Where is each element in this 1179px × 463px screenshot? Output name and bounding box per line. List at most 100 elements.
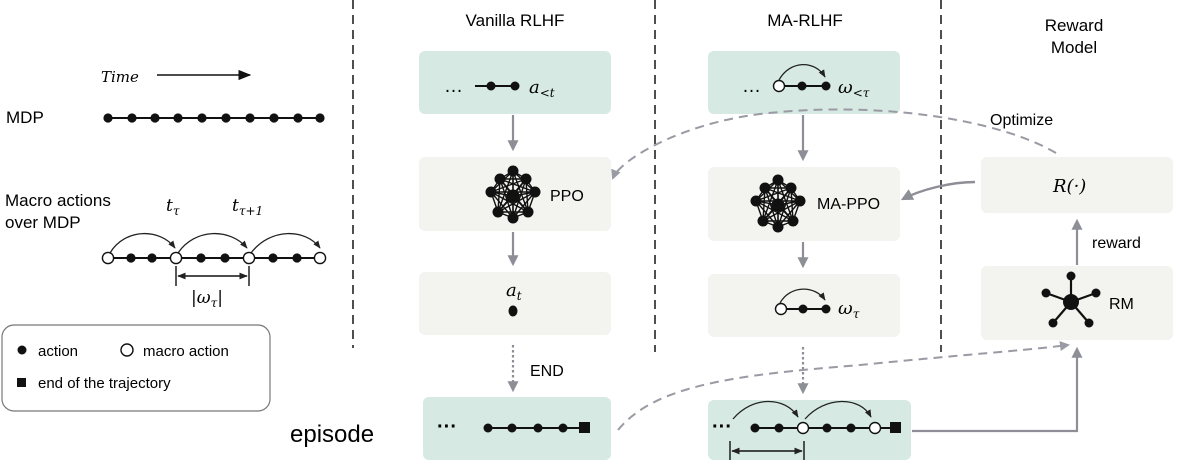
legend-macro-label: macro action (143, 343, 229, 360)
flow-arrows (507, 108, 1083, 433)
macro-action-node (101, 251, 115, 265)
network-node (759, 182, 771, 194)
time-label: Time (101, 68, 139, 86)
network-node (529, 186, 541, 198)
rm-spoke-node (1041, 288, 1051, 298)
boxes (419, 51, 1173, 460)
legend-box: action macro action end of the trajector… (1, 324, 271, 412)
action-node (196, 253, 206, 263)
macro-action-node (169, 251, 183, 265)
legend-macro-dot (120, 343, 134, 357)
network-node (794, 195, 806, 207)
ma-episode-content: ··· (712, 400, 901, 460)
rm-spoke-node (1084, 318, 1094, 328)
network-node (485, 186, 497, 198)
macro-label-line1: Macro actions (5, 191, 111, 210)
rm-spoke-node (1091, 288, 1101, 298)
ppo-network-icon (485, 165, 541, 224)
network-node (772, 221, 784, 233)
omega-tau-label: ωτ (838, 298, 860, 321)
mdp-action-dot (197, 113, 207, 123)
rm-star-icon (1041, 271, 1101, 328)
network-node (787, 215, 799, 227)
column-separators (352, 0, 942, 352)
arrow-reward-to-ma-ppo (900, 180, 976, 201)
reward-label: reward (1092, 235, 1141, 252)
ma-ppo-label: MA-PPO (817, 196, 880, 213)
network-node (750, 195, 762, 207)
t-tau-label: tτ (166, 196, 180, 218)
ma-episode-to-rm-arrow (912, 346, 1083, 433)
ma-history-content: … ω<τ (742, 64, 870, 100)
mdp-action-dots (103, 113, 325, 123)
vanilla-episode-dots: ··· (437, 416, 457, 438)
vanilla-rlhf-title: Vanilla RLHF (466, 11, 565, 30)
action-node (292, 253, 302, 263)
action-node (147, 253, 157, 263)
legend-end-square (17, 378, 26, 387)
reward-function-box (981, 157, 1173, 213)
mdp-action-dot (245, 113, 255, 123)
vanilla-episode-to-rm-dashed-arrow (617, 341, 1070, 431)
mdp-action-dot (127, 113, 137, 123)
ma-episode-dots: ··· (712, 416, 732, 438)
left-panel: Time MDP Macro actions over MDP tτ tτ+1 … (5, 68, 327, 310)
reward-model-title-1: Reward (1045, 16, 1104, 35)
mdp-action-dot (293, 113, 303, 123)
legend-action-dot (17, 345, 27, 355)
ppo-label: PPO (550, 188, 584, 205)
network-node (494, 173, 506, 185)
mdp-action-dot (103, 113, 113, 123)
rm-label: RM (1109, 296, 1134, 313)
network-node (507, 165, 519, 177)
legend-end-label: end of the trajectory (38, 375, 171, 392)
macro-arc-2 (177, 232, 248, 254)
macro-arc-3 (250, 232, 321, 254)
omega-less-tau-label: ω<τ (838, 77, 870, 100)
a-t-dot (508, 305, 518, 317)
mdp-action-dot (269, 113, 279, 123)
vanilla-history-content: … a<t (444, 76, 555, 100)
macro-chain-dots (101, 251, 327, 265)
network-node (785, 182, 797, 194)
network-node (771, 198, 785, 212)
t-tau-plus-one-label: tτ+1 (232, 196, 263, 218)
mdp-action-dot (173, 113, 183, 123)
vanilla-history-dots: … (444, 76, 463, 97)
macro-action-node (242, 251, 256, 265)
rm-spoke-node (1066, 271, 1076, 281)
a-t-label: at (506, 280, 522, 303)
episode-label: episode (290, 421, 374, 448)
vanilla-output-box (419, 272, 611, 335)
legend-action-label: action (38, 343, 78, 360)
network-node (507, 212, 519, 224)
action-node (126, 253, 136, 263)
ma-ppo-network-icon (750, 174, 806, 233)
network-node (506, 189, 520, 203)
network-node (522, 206, 534, 218)
reward-model-title-2: Model (1051, 38, 1097, 57)
ma-output-content: ωτ (774, 288, 860, 321)
mdp-label: MDP (6, 108, 44, 127)
ma-rlhf-title: MA-RLHF (767, 11, 843, 30)
end-label: END (530, 363, 564, 380)
rm-center-node (1063, 294, 1079, 310)
omega-length-label: |ωτ| (191, 288, 223, 310)
reward-function-label: R(·) (1052, 176, 1086, 197)
optimize-dashed-arrow (611, 108, 1057, 180)
optimize-label: Optimize (990, 112, 1053, 129)
a-less-t-label: a<t (529, 77, 555, 100)
macro-label-line2: over MDP (5, 213, 81, 232)
network-node (772, 174, 784, 186)
ma-episode-box (708, 400, 911, 460)
vanilla-episode-content: ··· (437, 416, 590, 438)
mdp-action-dot (315, 113, 325, 123)
network-node (520, 173, 532, 185)
macro-action-node (313, 251, 327, 265)
macro-arc-1 (109, 232, 176, 254)
network-node (757, 215, 769, 227)
mdp-action-dot (150, 113, 160, 123)
ma-history-dots: … (742, 76, 761, 97)
